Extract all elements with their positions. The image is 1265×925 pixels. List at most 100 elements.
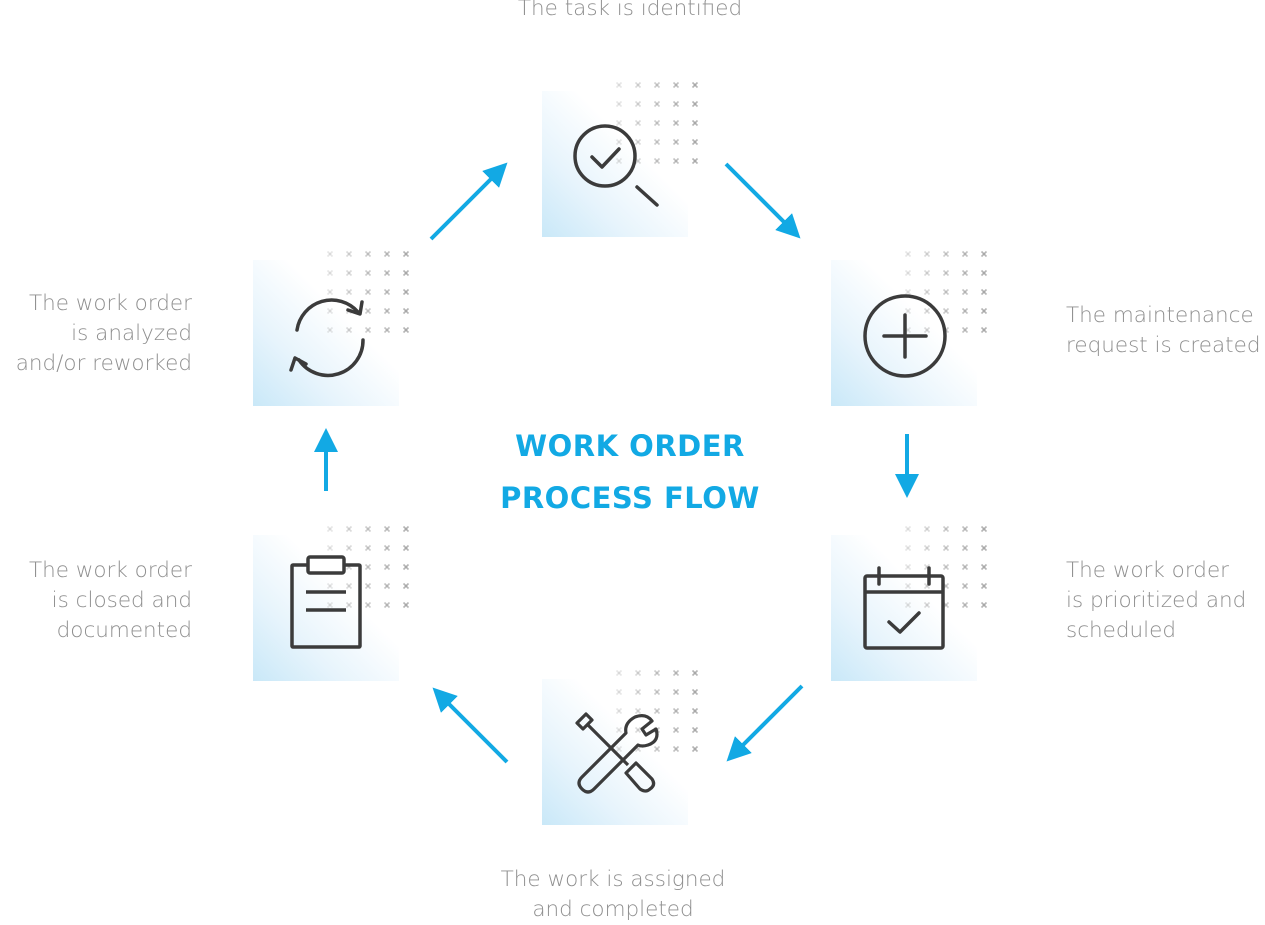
dot-mark	[942, 288, 950, 296]
step-label-5: The work order is closed and documented	[28, 558, 192, 643]
dot-mark	[923, 544, 931, 552]
dot-mark	[980, 326, 988, 334]
dot-mark	[942, 544, 950, 552]
dot-mark	[672, 726, 680, 734]
dot-mark	[691, 81, 699, 89]
dot-grid	[326, 525, 410, 609]
dot-mark	[364, 563, 372, 571]
dot-mark	[672, 119, 680, 127]
dot-mark	[961, 563, 969, 571]
dot-mark	[904, 582, 912, 590]
dot-mark	[961, 525, 969, 533]
calendar-check-icon	[863, 566, 945, 650]
arrow-step3-to-step4	[726, 684, 804, 762]
dot-mark	[634, 81, 642, 89]
dot-grid	[904, 250, 988, 334]
step-tile-6	[253, 250, 410, 406]
dot-mark	[326, 269, 334, 277]
dot-mark	[942, 525, 950, 533]
step-label-4: The work is assigned and completed	[500, 867, 726, 922]
dot-mark	[980, 307, 988, 315]
dot-mark	[653, 100, 661, 108]
dot-mark	[653, 138, 661, 146]
dot-mark	[402, 250, 410, 258]
dot-mark	[904, 269, 912, 277]
dot-mark	[691, 669, 699, 677]
dot-mark	[653, 119, 661, 127]
dot-mark	[691, 726, 699, 734]
dot-mark	[345, 544, 353, 552]
dot-mark	[691, 119, 699, 127]
dot-mark	[942, 269, 950, 277]
dot-mark	[672, 81, 680, 89]
dot-mark	[383, 544, 391, 552]
dot-mark	[653, 81, 661, 89]
dot-mark	[326, 582, 334, 590]
dot-mark	[615, 81, 623, 89]
dot-mark	[691, 100, 699, 108]
dot-mark	[961, 582, 969, 590]
dot-mark	[402, 582, 410, 590]
dot-mark	[923, 269, 931, 277]
dot-mark	[345, 525, 353, 533]
dot-mark	[980, 288, 988, 296]
dot-mark	[904, 307, 912, 315]
dot-mark	[923, 307, 931, 315]
dot-mark	[615, 726, 623, 734]
dot-grid	[326, 250, 410, 334]
dot-mark	[634, 119, 642, 127]
step-tile-2	[831, 250, 988, 406]
diagram-title: WORK ORDER PROCESS FLOW	[500, 429, 760, 515]
dot-mark	[345, 269, 353, 277]
dot-mark	[345, 288, 353, 296]
dot-mark	[672, 669, 680, 677]
dot-mark	[691, 745, 699, 753]
dot-mark	[383, 269, 391, 277]
dot-mark	[615, 688, 623, 696]
dot-mark	[942, 307, 950, 315]
dot-mark	[904, 525, 912, 533]
dot-mark	[364, 601, 372, 609]
dot-mark	[402, 525, 410, 533]
dot-mark	[402, 601, 410, 609]
dot-mark	[402, 326, 410, 334]
dot-mark	[923, 525, 931, 533]
dot-mark	[383, 563, 391, 571]
dot-mark	[345, 582, 353, 590]
step-tile-4	[542, 669, 699, 825]
dot-mark	[402, 269, 410, 277]
dot-mark	[653, 157, 661, 165]
dot-mark	[980, 563, 988, 571]
dot-mark	[364, 250, 372, 258]
dot-mark	[653, 707, 661, 715]
dot-mark	[383, 601, 391, 609]
dot-mark	[345, 326, 353, 334]
dot-mark	[383, 307, 391, 315]
dot-mark	[402, 288, 410, 296]
dot-mark	[615, 745, 623, 753]
dot-mark	[364, 269, 372, 277]
dot-mark	[904, 601, 912, 609]
step-tile-1	[542, 81, 699, 237]
dot-mark	[672, 745, 680, 753]
plus-circle-icon	[863, 294, 947, 378]
dot-mark	[980, 525, 988, 533]
dot-mark	[364, 326, 372, 334]
step-label-1: The task is identified	[517, 0, 743, 21]
dot-mark	[653, 688, 661, 696]
dot-mark	[672, 707, 680, 715]
dot-mark	[980, 601, 988, 609]
dot-mark	[904, 288, 912, 296]
dot-mark	[345, 601, 353, 609]
clipboard-icon	[290, 555, 362, 649]
dot-mark	[326, 288, 334, 296]
dot-mark	[383, 525, 391, 533]
dot-mark	[364, 544, 372, 552]
dot-mark	[653, 669, 661, 677]
dot-mark	[904, 544, 912, 552]
dot-mark	[961, 326, 969, 334]
dot-mark	[634, 100, 642, 108]
dot-mark	[691, 138, 699, 146]
dot-grid	[615, 81, 699, 165]
